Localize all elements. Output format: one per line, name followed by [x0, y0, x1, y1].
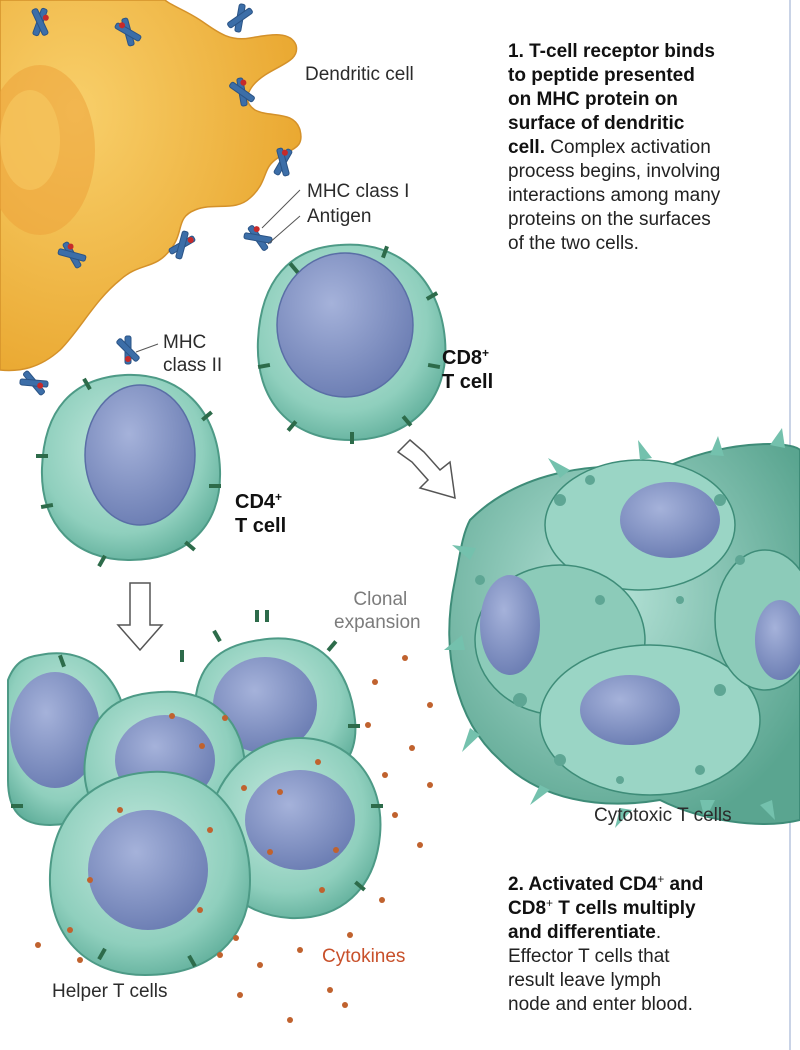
- label-mhc-class-2-line1: MHC: [163, 332, 207, 353]
- arrows: [116, 438, 456, 652]
- diagonal-arrow: [396, 438, 456, 500]
- cd8-t-cell: [256, 243, 447, 444]
- step-1-caption: 1. T-cell receptor binds to peptide pres…: [508, 41, 721, 254]
- label-mhc-class-2: MHC class II: [163, 331, 222, 377]
- step-2-caption: 2. Activated CD4+ and CD8+ T cells multi…: [508, 872, 704, 1015]
- label-antigen: Antigen: [307, 206, 372, 227]
- label-cd4-t-cell: CD4+ T cell: [235, 490, 287, 537]
- cytotoxic-t-cells: [444, 428, 800, 828]
- label-mhc-class-2-line2: class II: [163, 355, 223, 376]
- label-cd8-t-cell: CD8+ T cell: [442, 346, 494, 393]
- dendritic-cell: [0, 0, 302, 372]
- cytokine-particles: [35, 655, 433, 1023]
- label-helper-t-cells: Helper T cells: [52, 981, 168, 1002]
- cd4-t-cell: [36, 373, 222, 568]
- down-arrow: [116, 582, 164, 652]
- label-cytokines: Cytokines: [322, 946, 406, 967]
- helper-t-cells: [7, 610, 383, 977]
- leader-lines: [135, 189, 301, 353]
- mhc-receptors: [19, 3, 293, 396]
- label-dendritic-cell: Dendritic cell: [305, 64, 414, 85]
- label-mhc-class-1: MHC class I: [307, 181, 410, 202]
- label-clonal-expansion: Clonal expansion: [334, 589, 421, 633]
- label-cytotoxic-t-cells: Cytotoxic T cells: [594, 805, 732, 826]
